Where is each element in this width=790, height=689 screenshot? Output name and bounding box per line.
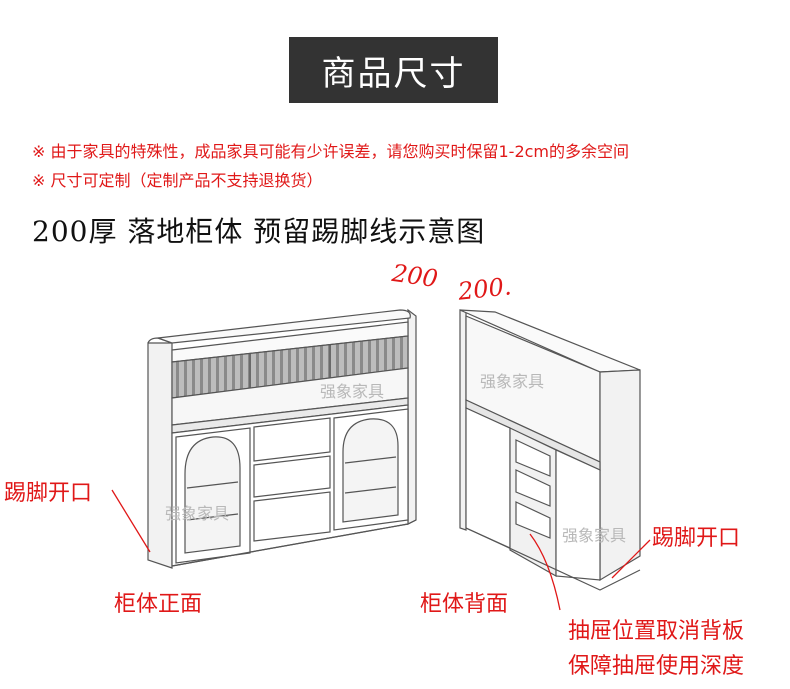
watermark: 强象家具 bbox=[165, 504, 230, 523]
watermark: 强象家具 bbox=[562, 526, 627, 545]
notice-custom: ※ 尺寸可定制（定制产品不支持退换货） bbox=[32, 171, 323, 190]
watermark: 强象家具 bbox=[480, 372, 545, 391]
drawer-note-line1: 抽屉位置取消背板 bbox=[568, 619, 745, 644]
kick-opening-label-left: 踢脚开口 bbox=[4, 481, 93, 506]
handwritten-dimension-back: 200. bbox=[456, 272, 513, 306]
back-cabinet bbox=[459, 309, 641, 591]
drawer-note-line2: 保障抽屉使用深度 bbox=[568, 654, 745, 679]
kick-opening-label-right: 踢脚开口 bbox=[652, 526, 741, 551]
leader-lines bbox=[111, 489, 651, 611]
diagram-heading: 200厚 落地柜体 预留踢脚线示意图 bbox=[32, 215, 486, 248]
front-cabinet bbox=[147, 308, 417, 569]
watermark: 强象家具 bbox=[320, 382, 385, 401]
notice-tolerance: ※ 由于家具的特殊性，成品家具可能有少许误差，请您购买时保留1-2cm的多余空间 bbox=[32, 142, 630, 161]
cabinet-front-label: 柜体正面 bbox=[114, 592, 203, 617]
cabinet-back-label: 柜体背面 bbox=[420, 592, 509, 617]
page-title: 商品尺寸 bbox=[289, 37, 498, 103]
